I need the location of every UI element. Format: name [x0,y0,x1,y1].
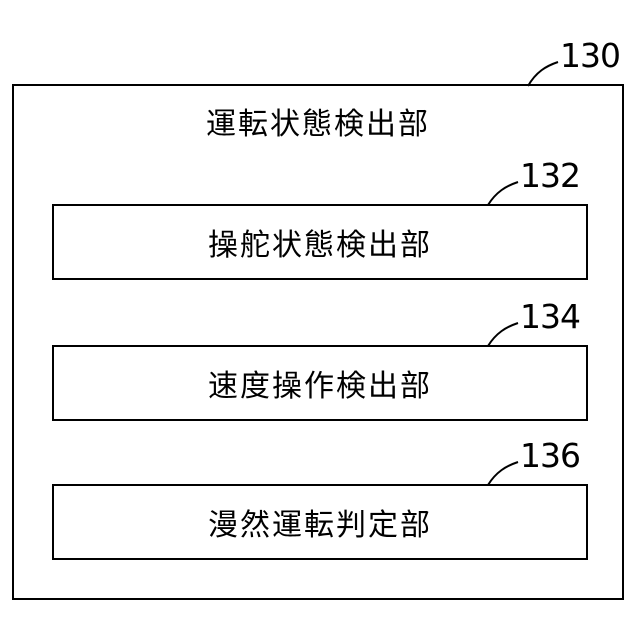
leader-134 [488,323,518,346]
leader-132 [488,182,518,205]
leader-136 [488,462,518,485]
leader-130 [528,62,558,86]
